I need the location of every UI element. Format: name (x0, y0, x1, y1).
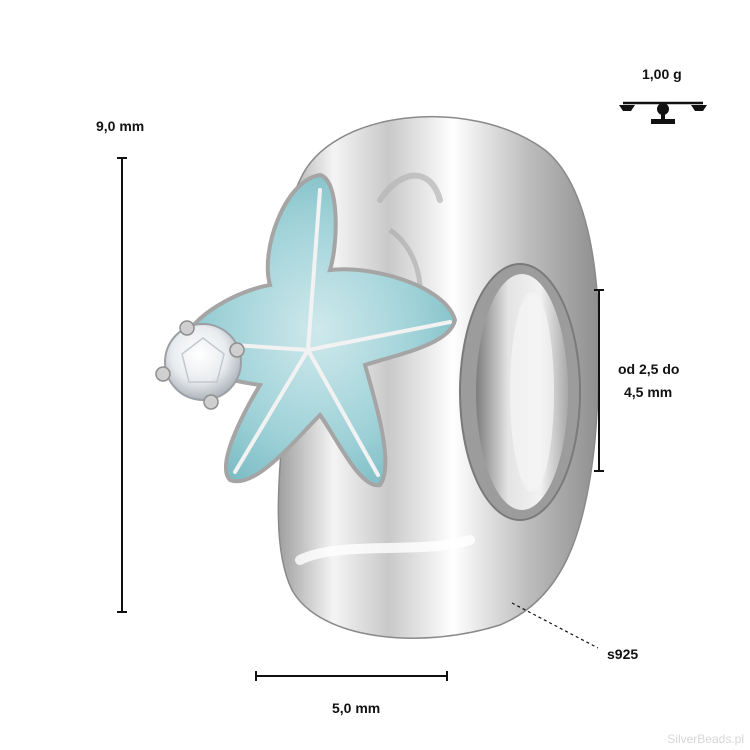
width-dimension-line (255, 671, 448, 681)
hole-dimension-line (594, 289, 604, 472)
weight-label: 1,00 g (642, 66, 682, 82)
material-leader-line (511, 602, 599, 649)
height-label: 9,0 mm (96, 118, 145, 134)
watermark: SilverBeads.pl (667, 732, 744, 746)
height-dimension-line (117, 157, 127, 613)
hole-label-line1: od 2,5 do (618, 361, 680, 377)
hole-label-line2: 4,5 mm (624, 384, 673, 400)
gemstone (155, 320, 245, 410)
width-label: 5,0 mm (332, 700, 381, 716)
material-label: s925 (607, 646, 639, 662)
balance-scale-icon (619, 101, 707, 124)
starfish (180, 172, 458, 488)
